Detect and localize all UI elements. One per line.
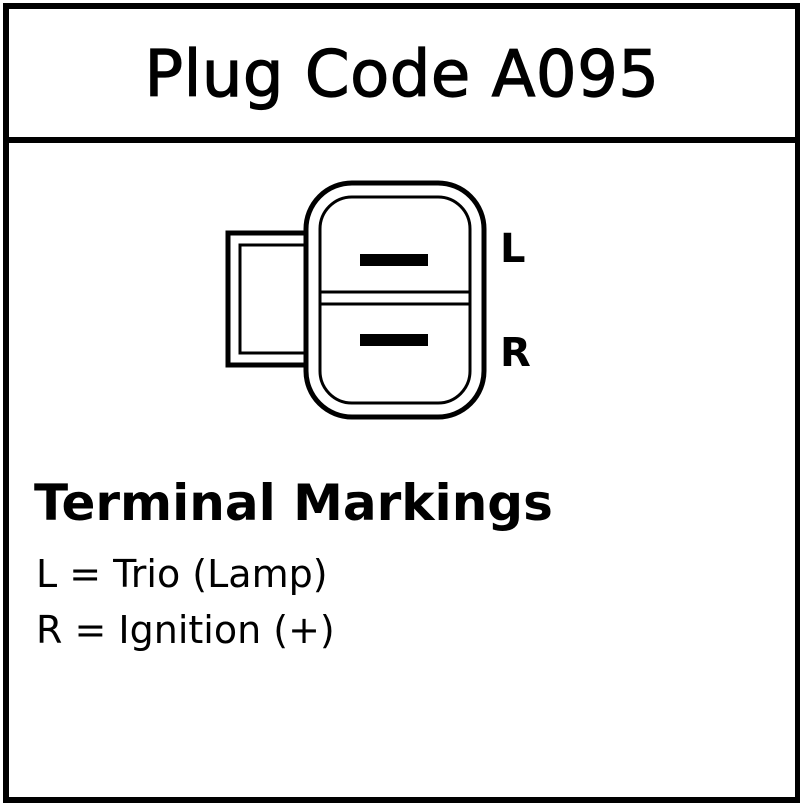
legend-item-l: L = Trio (Lamp): [36, 552, 328, 596]
terminal-l-label: L: [500, 226, 526, 272]
terminal-l-blade: [360, 254, 428, 266]
terminal-r-label: R: [500, 330, 531, 376]
legend-title: Terminal Markings: [34, 474, 553, 532]
legend-item-r: R = Ignition (+): [36, 608, 335, 652]
connector-tab: [225, 230, 308, 368]
header-bar: Plug Code A095: [9, 9, 795, 143]
connector-cavity: [318, 195, 472, 405]
terminal-r-blade: [360, 334, 428, 346]
page-title: Plug Code A095: [144, 37, 660, 112]
connector-tab-inner: [238, 243, 312, 355]
connector-housing: [303, 180, 487, 420]
